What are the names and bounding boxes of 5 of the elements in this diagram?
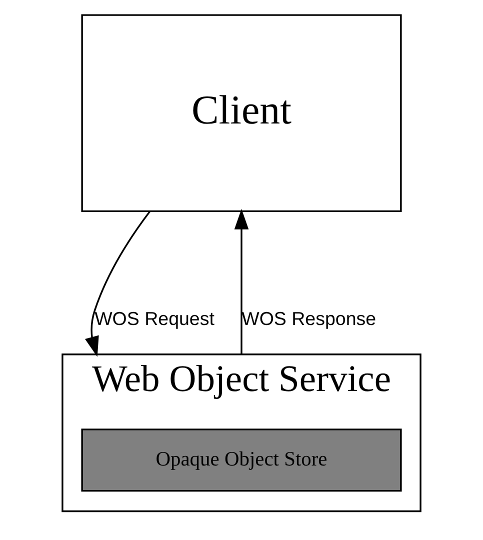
- node-box: Opaque Object Store: [81, 428, 402, 492]
- arrow: [84, 211, 150, 357]
- node-box: Client: [81, 14, 402, 212]
- arrow: [234, 208, 249, 354]
- edge-label: WOS Request: [94, 308, 214, 330]
